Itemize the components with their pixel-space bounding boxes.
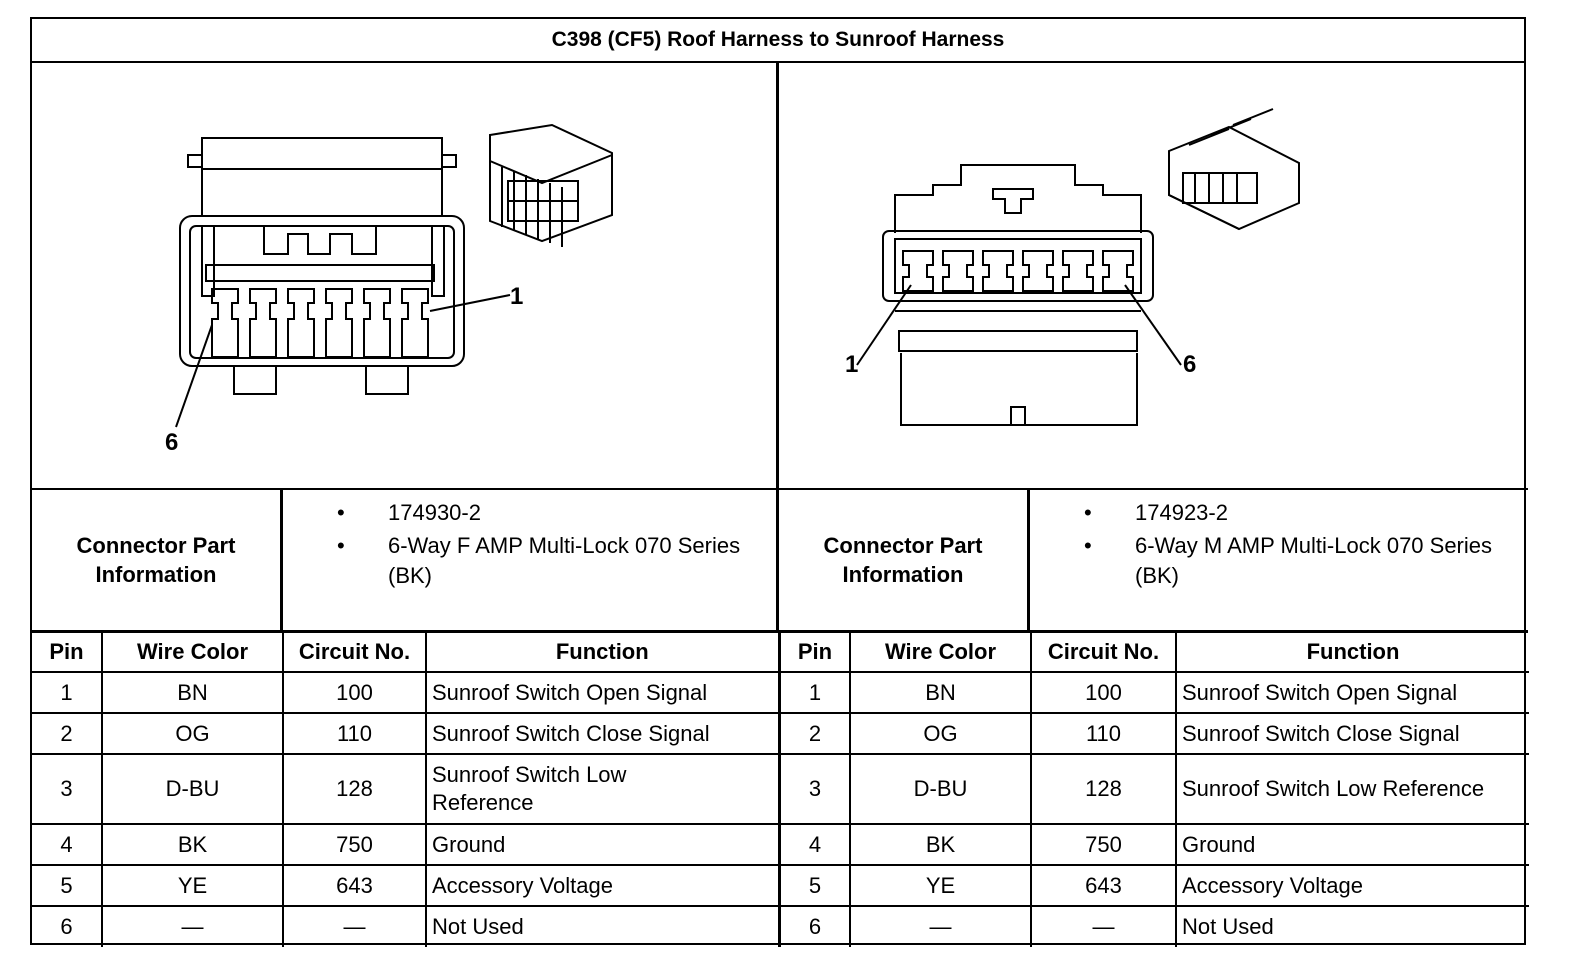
- pin-cell: 4: [779, 823, 851, 866]
- table-row: 2 OG 110 Sunroof Switch Close Signal: [32, 712, 781, 755]
- right-part-info-list: 174923-2 6-Way M AMP Multi-Lock 070 Seri…: [1030, 490, 1510, 594]
- pin-cell: 3: [32, 753, 103, 825]
- circuit-cell: 128: [282, 753, 427, 825]
- function-cell: Sunroof Switch Low Reference: [1175, 753, 1529, 825]
- right-part-number: 174923-2: [1030, 498, 1510, 528]
- right-pin-6-label: 6: [1183, 351, 1197, 378]
- column-header-wire-color: Wire Color: [101, 633, 284, 673]
- column-header-function: Function: [425, 633, 781, 673]
- pin-cell: 6: [779, 905, 851, 947]
- table-row: 4 BK 750 Ground: [32, 823, 781, 866]
- left-connector-diagram: 1 6: [32, 63, 779, 488]
- right-part-description: 6-Way M AMP Multi-Lock 070 Series (BK): [1030, 531, 1510, 591]
- right-pin-table: Pin Wire Color Circuit No. Function 1 BN…: [779, 633, 1529, 947]
- left-pin-1-label: 1: [510, 283, 524, 310]
- table-row: 5 YE 643 Accessory Voltage: [779, 864, 1529, 907]
- wire-color-cell: BK: [101, 823, 284, 866]
- circuit-cell: 750: [1030, 823, 1177, 866]
- function-cell: Sunroof Switch Open Signal: [425, 671, 781, 714]
- circuit-cell: —: [1030, 905, 1177, 947]
- column-header-function: Function: [1175, 633, 1529, 673]
- function-cell: Accessory Voltage: [425, 864, 781, 907]
- pin-cell: 5: [32, 864, 103, 907]
- left-part-number: 174930-2: [283, 498, 763, 528]
- function-cell: Sunroof Switch Close Signal: [1175, 712, 1529, 755]
- circuit-cell: 110: [282, 712, 427, 755]
- wire-color-cell: BN: [849, 671, 1032, 714]
- pin-cell: 4: [32, 823, 103, 866]
- wire-color-cell: D-BU: [849, 753, 1032, 825]
- column-header-circuit: Circuit No.: [1030, 633, 1177, 673]
- left-part-description: 6-Way F AMP Multi-Lock 070 Series (BK): [283, 531, 763, 591]
- pin-cell: 2: [779, 712, 851, 755]
- connector-sheet: C398 (CF5) Roof Harness to Sunroof Harne…: [30, 17, 1529, 947]
- wire-color-cell: BN: [101, 671, 284, 714]
- column-header-pin: Pin: [32, 633, 103, 673]
- wire-color-cell: BK: [849, 823, 1032, 866]
- male-connector-drawing: [856, 108, 1300, 426]
- left-pin-table: Pin Wire Color Circuit No. Function 1 BN…: [32, 633, 781, 947]
- table-row: 6 — — Not Used: [32, 905, 781, 947]
- right-part-info: Connector Part Information 174923-2 6-Wa…: [779, 488, 1528, 633]
- table-row: 2 OG 110 Sunroof Switch Close Signal: [779, 712, 1529, 755]
- right-pin-1-label: 1: [845, 351, 859, 378]
- function-cell: Sunroof Switch Open Signal: [1175, 671, 1529, 714]
- table-row: 3 D-BU 128 Sunroof Switch Low Reference: [32, 753, 781, 825]
- circuit-cell: 110: [1030, 712, 1177, 755]
- wire-color-cell: OG: [101, 712, 284, 755]
- pin-cell: 1: [779, 671, 851, 714]
- circuit-cell: 100: [282, 671, 427, 714]
- pin-cell: 6: [32, 905, 103, 947]
- function-cell: Accessory Voltage: [1175, 864, 1529, 907]
- wire-color-cell: YE: [101, 864, 284, 907]
- function-cell: Ground: [1175, 823, 1529, 866]
- wire-color-cell: YE: [849, 864, 1032, 907]
- right-connector-diagram: 1 6: [779, 63, 1528, 488]
- circuit-cell: 100: [1030, 671, 1177, 714]
- column-header-pin: Pin: [779, 633, 851, 673]
- table-row: 1 BN 100 Sunroof Switch Open Signal: [32, 671, 781, 714]
- function-cell: Sunroof Switch Low Reference: [425, 753, 781, 825]
- column-header-wire-color: Wire Color: [849, 633, 1032, 673]
- female-pin-cavities: [211, 288, 429, 358]
- wire-color-cell: —: [849, 905, 1032, 947]
- function-cell: Not Used: [425, 905, 781, 947]
- table-row: 4 BK 750 Ground: [779, 823, 1529, 866]
- function-cell: Not Used: [1175, 905, 1529, 947]
- left-part-info-label: Connector Part Information: [32, 490, 283, 630]
- circuit-cell: 750: [282, 823, 427, 866]
- left-part-info: Connector Part Information 174930-2 6-Wa…: [32, 488, 779, 633]
- wire-color-cell: OG: [849, 712, 1032, 755]
- function-cell: Sunroof Switch Close Signal: [425, 712, 781, 755]
- pin-cell: 3: [779, 753, 851, 825]
- table-row: 3 D-BU 128 Sunroof Switch Low Reference: [779, 753, 1529, 825]
- page-title: C398 (CF5) Roof Harness to Sunroof Harne…: [32, 19, 1524, 63]
- circuit-cell: 643: [282, 864, 427, 907]
- female-connector-drawing: [175, 123, 613, 428]
- pin-cell: 5: [779, 864, 851, 907]
- circuit-cell: —: [282, 905, 427, 947]
- table-row: 1 BN 100 Sunroof Switch Open Signal: [779, 671, 1529, 714]
- wire-color-cell: —: [101, 905, 284, 947]
- left-pin-6-label: 6: [165, 429, 179, 456]
- male-pin-cavities: [902, 250, 1134, 292]
- wire-color-cell: D-BU: [101, 753, 284, 825]
- left-part-info-list: 174930-2 6-Way F AMP Multi-Lock 070 Seri…: [283, 490, 763, 594]
- table-row: 5 YE 643 Accessory Voltage: [32, 864, 781, 907]
- pin-cell: 2: [32, 712, 103, 755]
- circuit-cell: 128: [1030, 753, 1177, 825]
- right-part-info-label: Connector Part Information: [779, 490, 1030, 630]
- circuit-cell: 643: [1030, 864, 1177, 907]
- function-cell: Ground: [425, 823, 781, 866]
- table-row: 6 — — Not Used: [779, 905, 1529, 947]
- column-header-circuit: Circuit No.: [282, 633, 427, 673]
- pin-cell: 1: [32, 671, 103, 714]
